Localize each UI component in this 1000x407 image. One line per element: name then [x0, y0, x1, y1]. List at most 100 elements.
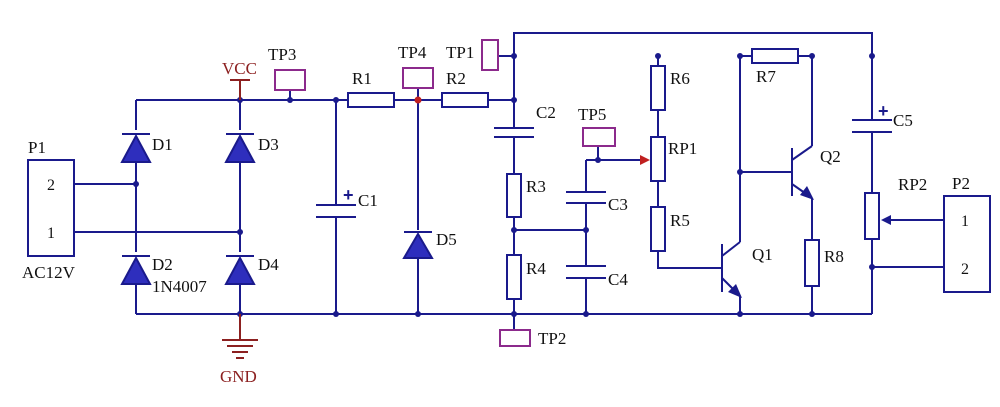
gnd-label: GND [220, 367, 257, 386]
resistor-r2: R2 [441, 69, 489, 108]
tp1-body [481, 39, 499, 71]
junction-dot [869, 264, 875, 270]
connector-p1-pin-bottom: 1 [47, 225, 55, 242]
transistor-q2: Q2 [774, 145, 841, 200]
connector-p2-body [943, 195, 991, 293]
resistor-r5: R5 [650, 206, 690, 252]
potentiometer-rp2: RP2 [864, 175, 927, 240]
vcc-symbol: VCC [222, 59, 257, 100]
diode-d3: D3 [224, 133, 279, 163]
r4-label: R4 [526, 259, 546, 278]
connector-p1-body [27, 159, 75, 257]
junction-dot [809, 53, 815, 59]
c1-label: C1 [358, 191, 378, 210]
tp3-body [274, 69, 306, 91]
resistor-r1: R1 [347, 69, 395, 108]
junction-dot [511, 97, 517, 103]
junction-dot [511, 311, 517, 317]
tp5-body [582, 127, 616, 147]
tp3-label: TP3 [268, 45, 296, 64]
r8-label: R8 [824, 247, 844, 266]
connector-p2-pin-bottom: 2 [961, 261, 969, 278]
d5-label: D5 [436, 230, 457, 249]
capacitor-c1: + C1 [316, 185, 378, 218]
tp1-label: TP1 [446, 43, 474, 62]
junction-dot [511, 227, 517, 233]
capacitor-c5: + C5 [852, 101, 913, 133]
r6-label: R6 [670, 69, 690, 88]
r1-label: R1 [352, 69, 372, 88]
tp4-label: TP4 [398, 43, 427, 62]
resistor-r3: R3 [506, 173, 546, 218]
capacitor-c3: C3 [566, 191, 628, 214]
test-point-tp3: TP3 [268, 45, 306, 91]
junction-dot [655, 53, 661, 59]
resistor-r8: R8 [804, 239, 844, 287]
resistor-r6: R6 [650, 65, 690, 111]
connector-p2: P2 1 2 [943, 174, 991, 293]
junction-dot [595, 157, 601, 163]
test-point-tp1: TP1 [446, 39, 499, 71]
capacitor-c2: C2 [494, 103, 556, 138]
gnd-symbol: GND [220, 314, 258, 386]
tp2-body [499, 329, 531, 347]
connector-p1-pin-top: 2 [47, 177, 55, 194]
junction-dot [415, 311, 421, 317]
transistor-q1: Q1 [721, 241, 773, 298]
junction-dot [737, 169, 743, 175]
junction-dot [333, 97, 339, 103]
junction-dot [869, 53, 875, 59]
junction-dot [583, 311, 589, 317]
c5-plus: + [878, 101, 889, 121]
connector-p1: P1 2 1 AC12V [22, 138, 76, 282]
junction-dot [133, 181, 139, 187]
tp2-label: TP2 [538, 329, 566, 348]
r3-label: R3 [526, 177, 546, 196]
vcc-label: VCC [222, 59, 257, 78]
c5-label: C5 [893, 111, 913, 130]
junction-dot [237, 229, 243, 235]
diode-d5: D5 [402, 230, 457, 259]
d2-label: D2 [152, 255, 173, 274]
connector-p2-pin-top: 1 [961, 213, 969, 230]
junction-dot [583, 227, 589, 233]
tp4-body [402, 67, 434, 89]
junction-dots [133, 53, 875, 317]
c2-label: C2 [536, 103, 556, 122]
c3-label: C3 [608, 195, 628, 214]
tp5-label: TP5 [578, 105, 606, 124]
junction-dot [333, 311, 339, 317]
rp1-label: RP1 [668, 139, 697, 158]
junction-dot [287, 97, 293, 103]
test-point-tp5: TP5 [578, 105, 616, 147]
junction-dot [737, 311, 743, 317]
connector-p1-label: AC12V [22, 263, 76, 282]
c4-label: C4 [608, 270, 628, 289]
r5-label: R5 [670, 211, 690, 230]
d3-label: D3 [258, 135, 279, 154]
junction-dot [414, 96, 422, 104]
test-point-tp4: TP4 [398, 43, 434, 89]
resistor-r7: R7 [751, 48, 799, 86]
junction-dot [809, 311, 815, 317]
potentiometer-rp1: RP1 [636, 136, 697, 182]
diode-d2: D2 1N4007 [120, 255, 207, 296]
connector-p1-ref: P1 [28, 138, 46, 157]
d4-label: D4 [258, 255, 279, 274]
r7-label: R7 [756, 67, 776, 86]
resistor-r4: R4 [506, 254, 546, 300]
d2-part: 1N4007 [152, 277, 207, 296]
q1-label: Q1 [752, 245, 773, 264]
c1-plus: + [343, 185, 354, 205]
q2-label: Q2 [820, 147, 841, 166]
wires [74, 32, 944, 340]
connector-p2-ref: P2 [952, 174, 970, 193]
diode-d4: D4 [224, 255, 279, 285]
test-point-tp2: TP2 [499, 329, 566, 348]
junction-dot [737, 53, 743, 59]
capacitor-c4: C4 [566, 265, 628, 289]
rp2-label: RP2 [898, 175, 927, 194]
r2-label: R2 [446, 69, 466, 88]
d1-label: D1 [152, 135, 173, 154]
